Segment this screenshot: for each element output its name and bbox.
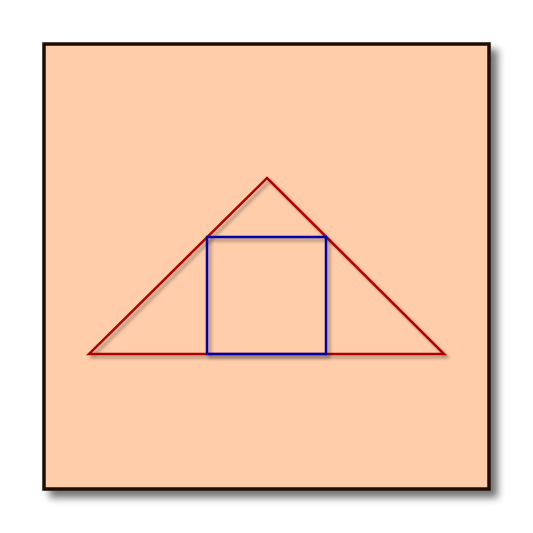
background-panel	[42, 42, 491, 491]
inscribed-square	[205, 235, 328, 356]
